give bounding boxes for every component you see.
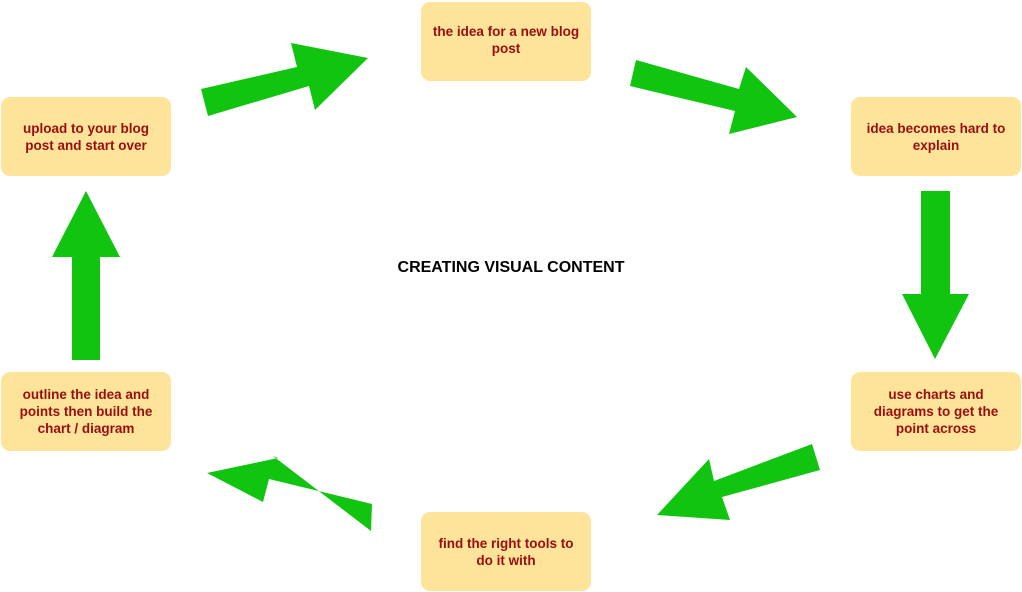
step-node-upload: upload to your blog post and start over: [1, 97, 171, 176]
step-node-hard-to-explain: idea becomes hard to explain: [851, 97, 1021, 176]
arrow-top-to-right-top: [630, 60, 797, 134]
arrow-right-down: [902, 191, 969, 359]
step-node-idea: the idea for a new blog post: [421, 2, 591, 81]
arrow-right-bottom-to-bottom: [657, 444, 820, 520]
step-label: outline the idea and points then build t…: [19, 387, 153, 436]
step-label: upload to your blog post and start over: [23, 120, 149, 153]
diagram-title: CREATING VISUAL CONTENT: [397, 259, 625, 276]
step-label: use charts and diagrams to get the point…: [873, 387, 999, 436]
step-label: find the right tools to do it with: [438, 535, 574, 568]
step-node-outline-build: outline the idea and points then build t…: [1, 372, 171, 451]
arrow-left-up: [52, 191, 120, 360]
arrow-top-left-to-top: [201, 43, 368, 116]
step-label: idea becomes hard to explain: [866, 120, 1006, 153]
arrow-bottom-to-left-bottom: [207, 456, 372, 531]
step-node-use-charts: use charts and diagrams to get the point…: [851, 372, 1021, 451]
step-node-find-tools: find the right tools to do it with: [421, 512, 591, 591]
step-label: the idea for a new blog post: [432, 24, 580, 56]
